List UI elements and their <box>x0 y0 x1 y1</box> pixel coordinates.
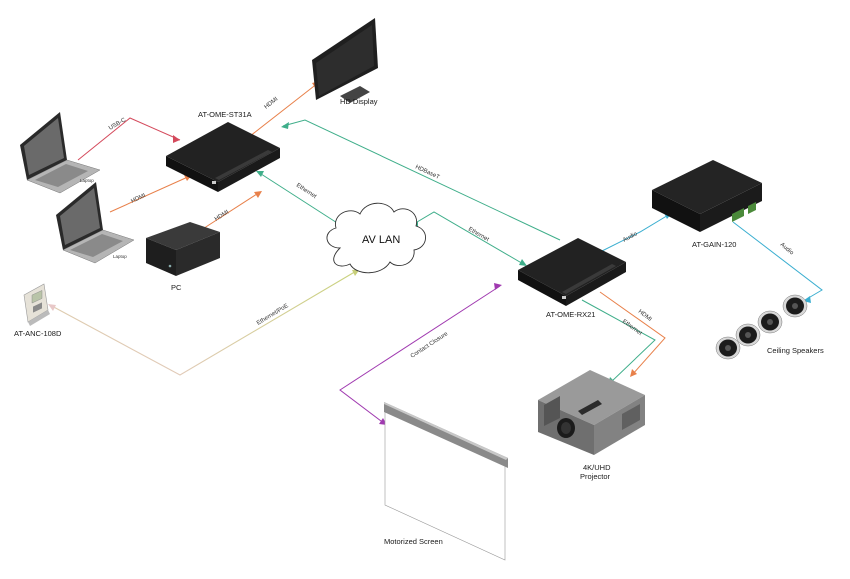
cable-label-contact-closure: Contact Closure <box>410 331 450 360</box>
av-lan-cloud <box>326 202 426 274</box>
cable-label-ethernet-rx: Ethernet <box>467 227 490 244</box>
hdbaset-cable <box>282 119 561 241</box>
hdmi-display-cable <box>244 82 319 141</box>
label-screen: Motorized Screen <box>384 537 443 546</box>
projector-device <box>538 370 645 455</box>
hdmi-proj-cable <box>599 291 666 376</box>
usbc-cable <box>77 117 181 161</box>
laptop-top-icon <box>20 112 101 194</box>
label-wallplate: AT-ANC-108D <box>14 329 62 338</box>
cable-label-hdmi-display: HDMI <box>264 96 280 110</box>
label-pc: PC <box>171 283 182 292</box>
speaker-icon <box>757 310 783 334</box>
usbc-arrowhead <box>173 135 180 143</box>
motorized-screen <box>384 402 508 561</box>
cable-label-usbc: USB-C <box>108 117 128 132</box>
wallplate-device <box>23 283 50 326</box>
amplifier-device <box>652 160 762 232</box>
cables <box>48 81 823 425</box>
ceiling-speakers <box>715 294 808 360</box>
ethernet-poe-cable <box>49 269 359 376</box>
label-network: AV LAN <box>362 234 400 246</box>
hdmi-pc-cable <box>197 191 261 233</box>
ethernet-proj-cable <box>581 299 656 384</box>
hdmi-laptop-cable <box>109 175 191 213</box>
cable-label-audio-rx: Audio <box>622 231 639 244</box>
label-projector-line2: Projector <box>580 472 611 481</box>
label-speakers: Ceiling Speakers <box>767 346 824 355</box>
display-device <box>312 18 378 103</box>
label-display: HD Display <box>340 97 378 106</box>
ethernet-tx-arrowhead <box>256 171 264 177</box>
label-laptop-bottom: Laptop <box>113 254 127 259</box>
cable-label-hdbaset: HDBaseT <box>414 164 440 181</box>
cable-label-audio-spk: Audio <box>779 242 795 257</box>
label-amplifier: AT-GAIN-120 <box>692 240 736 249</box>
speaker-icon <box>715 336 741 360</box>
cable-label-hdmi-proj: HDMI <box>637 309 653 323</box>
speaker-icon <box>782 294 808 318</box>
contact-closure-cable <box>339 285 501 425</box>
label-transmitter: AT-OME-ST31A <box>198 110 252 119</box>
ethernet-rx-arrowhead <box>519 259 527 266</box>
speaker-icon <box>735 323 761 347</box>
ethernet-poe-arrowhead-wall <box>48 304 56 311</box>
label-projector-line1: 4K/UHD <box>583 463 611 472</box>
hdmi-pc-arrowhead <box>254 191 262 198</box>
audio-rx-cable <box>599 213 671 253</box>
ethernet-tx-cable <box>257 171 346 229</box>
hdmi-proj-arrowhead <box>630 369 637 377</box>
label-laptop-top: Laptop <box>80 178 94 183</box>
ethernet-rx-cable <box>411 211 526 266</box>
receiver-device <box>518 238 626 306</box>
label-receiver: AT-OME-RX21 <box>546 310 595 319</box>
transmitter-device <box>166 122 280 192</box>
pc-icon <box>146 222 220 276</box>
cable-label-hdmi-pc: HDMI <box>214 209 230 222</box>
contact-closure-arrowhead-rx <box>494 283 502 290</box>
laptop-bottom-icon <box>56 182 135 264</box>
hdbaset-arrowhead <box>281 122 289 129</box>
cable-label-ethernet-poe: Ethernet/PoE <box>256 303 290 327</box>
cable-label-hdmi-laptop: HDMI <box>130 193 147 205</box>
audio-spk-cable <box>732 221 823 301</box>
cable-label-ethernet-proj: Ethernet <box>621 319 643 337</box>
